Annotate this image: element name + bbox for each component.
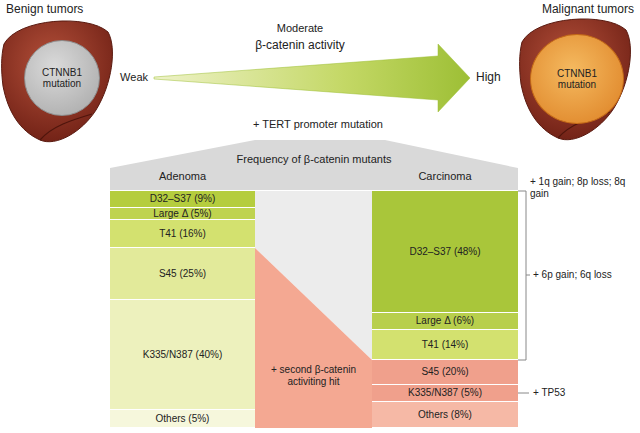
carcinoma-bar: K335/N387 (5%) <box>372 385 518 402</box>
activity-wedge-arrow <box>154 44 470 112</box>
bar-label: Large Δ (5%) <box>153 209 211 219</box>
bar-label: T41 (14%) <box>422 340 469 350</box>
tumor-label: CTNNB1 mutation <box>31 67 93 90</box>
bar-label: Others (8%) <box>418 410 472 420</box>
column-heading: Carcinoma <box>372 170 518 183</box>
bar-label: S45 (20%) <box>421 367 468 377</box>
carcinoma-bar: S45 (20%) <box>372 360 518 385</box>
adenoma-bar: Others (5%) <box>110 410 255 428</box>
bar-label: S45 (25%) <box>159 269 206 279</box>
band-title: Frequency of β-catenin mutants <box>110 153 518 166</box>
scale-label: High <box>476 70 516 84</box>
axis-label: β-catenin activity <box>210 38 390 52</box>
adenoma-bar: Large Δ (5%) <box>110 208 255 220</box>
liver-lobe-line <box>40 114 92 140</box>
bar-label: Large Δ (6%) <box>416 316 474 326</box>
band-fill <box>110 140 518 190</box>
bracket <box>518 191 526 360</box>
carcinoma-bar: T41 (14%) <box>372 330 518 360</box>
malignant-tumor: CTNNB1 mutation <box>530 34 624 124</box>
malignant-liver <box>520 19 631 140</box>
bar-label: K335/N387 (40%) <box>143 350 223 360</box>
region-fill <box>255 248 372 428</box>
tumor-label: CTNNB1 mutation <box>537 68 617 91</box>
region-label: + second β-catenin activiting hit <box>259 364 368 388</box>
figure-heading: Benign tumors <box>6 2 126 16</box>
benign-liver <box>2 21 113 142</box>
benign-tumor: CTNNB1 mutation <box>24 40 100 116</box>
bar-label: D32–S37 (9%) <box>150 194 216 204</box>
frequency-band: Frequency of β-catenin mutantsAdenoma Car… <box>110 140 518 190</box>
event-note: + 6p gain; 6q loss <box>533 269 637 281</box>
adenoma-bar: S45 (25%) <box>110 248 255 300</box>
carcinoma-bar: Large Δ (6%) <box>372 313 518 330</box>
carcinoma-bar: D32–S37 (48%) <box>372 191 518 313</box>
carcinoma-bar: Others (8%) <box>372 402 518 428</box>
event-note: + TP53 <box>533 387 613 399</box>
bracket-tick <box>526 275 530 276</box>
liver-shape <box>520 19 631 140</box>
bar-label: T41 (16%) <box>159 229 206 239</box>
bar-label: Others (5%) <box>156 414 210 424</box>
adenoma-bar: D32–S37 (9%) <box>110 191 255 208</box>
leader-line <box>518 393 529 394</box>
bar-label: K335/N387 (5%) <box>408 388 482 398</box>
column-heading: Adenoma <box>110 170 255 183</box>
event-note: + 1q gain; 8p loss; 8q gain <box>530 176 638 200</box>
adenoma-bar: K335/N387 (40%) <box>110 300 255 410</box>
second-hit-region: + second β-catenin activiting hit <box>255 248 372 428</box>
bar-label: D32–S37 (48%) <box>409 247 480 257</box>
scale-label: Moderate <box>240 22 360 35</box>
figure-heading: Malignant tumors <box>508 2 634 16</box>
scale-label: Weak <box>116 71 148 84</box>
region-shape <box>255 248 372 428</box>
liver-shape <box>2 21 113 142</box>
adenoma-bar: T41 (16%) <box>110 220 255 248</box>
event-note: + TERT promoter mutation <box>218 118 418 131</box>
